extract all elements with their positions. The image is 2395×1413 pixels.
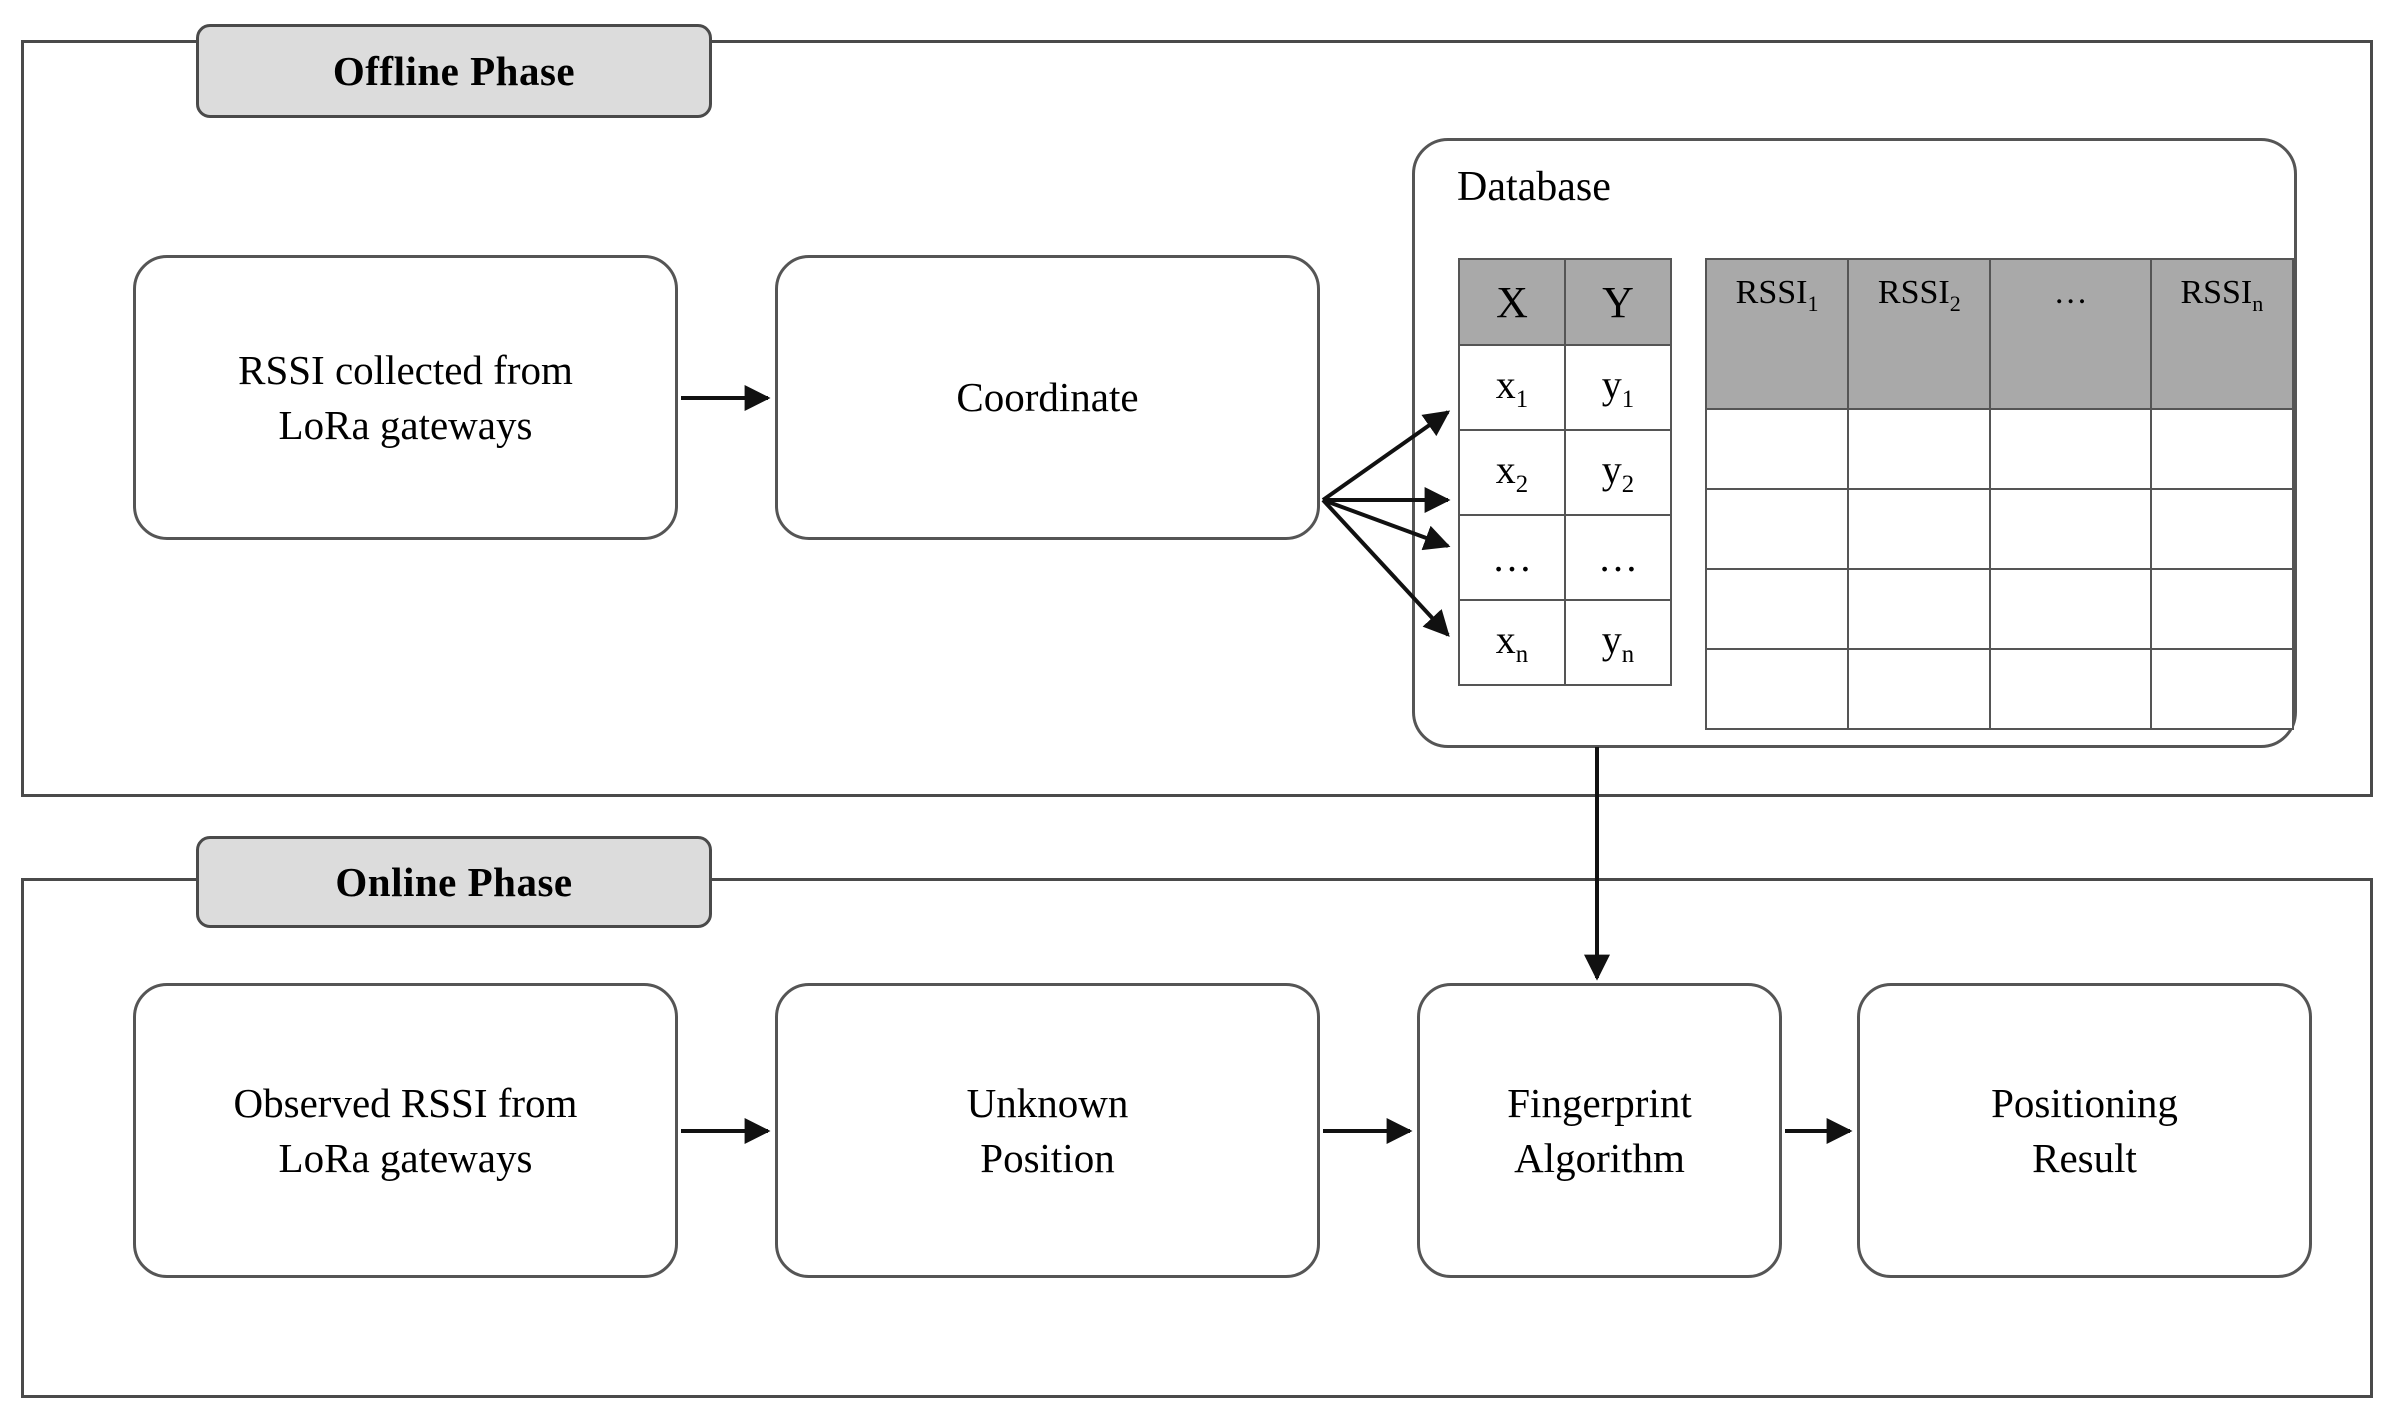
coordinate-table: X Y x1 y1 x2 y2 … … xn y	[1458, 258, 1672, 686]
coordinate-table-header-y: Y	[1564, 258, 1672, 346]
box-fingerprint-algorithm: Fingerprint Algorithm	[1417, 983, 1782, 1278]
rssi-header-1-sub: 1	[1807, 290, 1819, 316]
rssi-cell	[2149, 568, 2295, 650]
database-container: Database X Y x1 y1 x2 y2 …	[1412, 138, 2297, 748]
cell-yn: yn	[1564, 599, 1672, 686]
box-positioning-result-line2: Result	[2032, 1134, 2137, 1181]
box-unknown-position: Unknown Position	[775, 983, 1320, 1278]
box-rssi-collected-line1: RSSI collected from	[238, 347, 573, 394]
table-row: x1 y1	[1458, 344, 1672, 431]
cell-y-ellipsis-base: …	[1598, 535, 1638, 580]
online-phase-label: Online Phase	[196, 836, 712, 928]
offline-phase-label: Offline Phase	[196, 24, 712, 118]
cell-xn-sub: n	[1515, 641, 1529, 668]
box-coordinate-line1: Coordinate	[956, 374, 1139, 421]
cell-x2-base: x	[1495, 447, 1516, 492]
cell-x1: x1	[1458, 344, 1566, 431]
rssi-cell	[1989, 488, 2152, 570]
cell-x2-sub: 2	[1515, 471, 1529, 498]
rssi-table-header-row: RSSI1 RSSI2 … RSSIn	[1704, 258, 2295, 410]
box-fingerprint-algorithm-line1: Fingerprint	[1507, 1080, 1692, 1127]
box-observed-rssi-line2: LoRa gateways	[278, 1134, 533, 1181]
rssi-table-header-1: RSSI1	[1704, 258, 1850, 410]
online-phase-frame	[21, 878, 2373, 1398]
rssi-cell	[1704, 408, 1850, 490]
rssi-table-header-ellipsis: …	[1989, 258, 2152, 410]
cell-y2: y2	[1564, 429, 1672, 516]
database-title: Database	[1457, 164, 1611, 210]
cell-y-ellipsis: …	[1564, 514, 1672, 601]
table-row: x2 y2	[1458, 429, 1672, 516]
rssi-header-2-sub: 2	[1949, 290, 1961, 316]
rssi-cell	[2149, 488, 2295, 570]
box-positioning-result: Positioning Result	[1857, 983, 2312, 1278]
cell-y1: y1	[1564, 344, 1672, 431]
rssi-cell	[1847, 488, 1992, 570]
rssi-header-n-base: RSSI	[2180, 274, 2253, 311]
rssi-cell	[1989, 408, 2152, 490]
rssi-cell	[1989, 648, 2152, 730]
coordinate-table-header-x: X	[1458, 258, 1566, 346]
box-unknown-position-line2: Position	[980, 1134, 1115, 1181]
rssi-table-header-2: RSSI2	[1847, 258, 1992, 410]
box-observed-rssi-line1: Observed RSSI from	[233, 1080, 578, 1127]
box-coordinate: Coordinate	[775, 255, 1320, 540]
box-rssi-collected-line2: LoRa gateways	[278, 401, 533, 448]
rssi-header-ellipsis-base: …	[2053, 274, 2088, 311]
rssi-cell	[1704, 488, 1850, 570]
rssi-cell	[1847, 568, 1992, 650]
cell-x-ellipsis-base: …	[1492, 535, 1532, 580]
rssi-cell	[1847, 648, 1992, 730]
rssi-cell	[1704, 568, 1850, 650]
box-positioning-result-line1: Positioning	[1991, 1080, 2178, 1127]
cell-xn: xn	[1458, 599, 1566, 686]
rssi-header-n-sub: n	[2252, 290, 2264, 316]
rssi-cell	[1704, 648, 1850, 730]
offline-phase-frame	[21, 40, 2373, 797]
cell-y2-base: y	[1601, 447, 1622, 492]
rssi-header-1-base: RSSI	[1735, 274, 1808, 311]
rssi-table: RSSI1 RSSI2 … RSSIn	[1704, 258, 2295, 730]
rssi-cell	[1847, 408, 1992, 490]
cell-y2-sub: 2	[1621, 471, 1635, 498]
cell-x1-base: x	[1495, 362, 1516, 407]
coordinate-table-header-row: X Y	[1458, 258, 1672, 346]
box-unknown-position-line1: Unknown	[966, 1080, 1129, 1127]
table-row	[1704, 648, 2295, 730]
cell-xn-base: x	[1495, 617, 1516, 662]
table-row	[1704, 488, 2295, 570]
rssi-table-header-n: RSSIn	[2149, 258, 2295, 410]
rssi-cell	[2149, 648, 2295, 730]
cell-x-ellipsis: …	[1458, 514, 1566, 601]
table-row	[1704, 408, 2295, 490]
cell-y1-base: y	[1601, 362, 1622, 407]
rssi-cell	[1989, 568, 2152, 650]
cell-x1-sub: 1	[1515, 386, 1529, 413]
rssi-header-2-base: RSSI	[1877, 274, 1950, 311]
box-rssi-collected: RSSI collected from LoRa gateways	[133, 255, 678, 540]
box-fingerprint-algorithm-line2: Algorithm	[1514, 1134, 1685, 1181]
table-row	[1704, 568, 2295, 650]
table-row: … …	[1458, 514, 1672, 601]
cell-yn-base: y	[1601, 617, 1622, 662]
cell-y1-sub: 1	[1621, 386, 1635, 413]
box-observed-rssi: Observed RSSI from LoRa gateways	[133, 983, 678, 1278]
table-row: xn yn	[1458, 599, 1672, 686]
cell-yn-sub: n	[1621, 641, 1635, 668]
cell-x2: x2	[1458, 429, 1566, 516]
rssi-cell	[2149, 408, 2295, 490]
